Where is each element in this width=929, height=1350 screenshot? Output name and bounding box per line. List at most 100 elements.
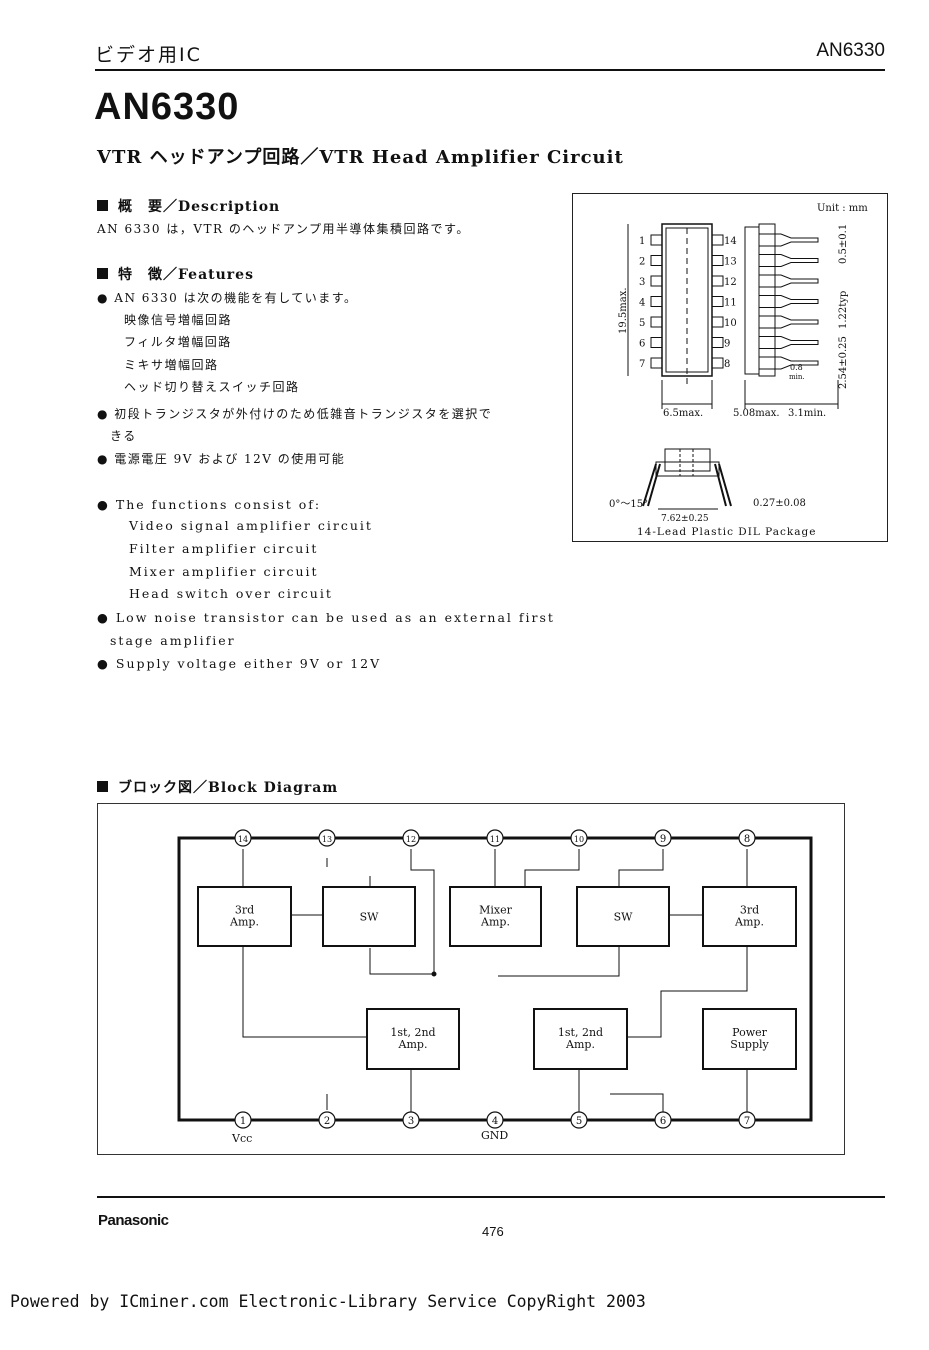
pin-lead: [711, 234, 724, 246]
block-sw: SW: [576, 886, 670, 947]
pin-12: 12: [402, 829, 420, 847]
dim-height: 5.08max.: [733, 408, 780, 419]
dim-lead-typ: 1.22typ: [838, 291, 849, 329]
pin-number: 11: [724, 298, 737, 309]
pin-lead: [711, 316, 724, 328]
block-label: Mixer: [479, 904, 512, 917]
pin-11: 11: [486, 829, 504, 847]
side-lead: [759, 274, 819, 288]
pin-number: 14: [238, 835, 248, 844]
pin-number: 9: [724, 339, 730, 350]
feature-jp-line: 映像信号増幅回路: [124, 313, 233, 327]
description-heading-text: 概 要／Description: [118, 199, 281, 215]
pin-number: 12: [724, 277, 737, 288]
feature-jp-line: フィルタ増幅回路: [124, 335, 232, 349]
feature-en-line: ● Low noise transistor can be used as an…: [97, 610, 555, 625]
header-divider: [95, 69, 885, 71]
pin-number: 10: [574, 835, 584, 844]
block-label: Amp.: [565, 1038, 595, 1051]
pin-number: 3: [408, 1116, 414, 1127]
pin-number: 2: [639, 257, 645, 268]
pin-number: 13: [724, 257, 737, 268]
block-label: 3rd: [740, 904, 759, 917]
block-label: Amp.: [398, 1038, 428, 1051]
page-title: AN6330: [94, 86, 240, 128]
block-diagram-heading: ブロック図／Block Diagram: [97, 777, 338, 797]
feature-jp-line: ● 初段トランジスタが外付けのため低雑音トランジスタを選択で: [97, 407, 493, 421]
dim-width: 6.5max.: [663, 408, 703, 419]
pin-number: 3: [639, 277, 645, 288]
block-sw: SW: [322, 886, 416, 947]
pin-number: 5: [639, 318, 645, 329]
block-label: SW: [360, 911, 380, 924]
dim-min: 0.8: [790, 363, 803, 372]
dim-lead-length: 3.1min.: [788, 408, 826, 419]
ic-body-side-view: [744, 226, 760, 375]
pin-8: 8: [738, 829, 756, 847]
features-heading: 特 徴／Features: [97, 264, 254, 284]
pin-1: 1: [234, 1111, 252, 1129]
pin-13: 13: [318, 829, 336, 847]
pin-lead: [650, 255, 663, 266]
feature-en-line: Head switch over circuit: [129, 586, 333, 601]
dim-length: 19.5max.: [618, 287, 629, 334]
page-subtitle: VTR ヘッドアンプ回路／VTR Head Amplifier Circuit: [97, 147, 624, 168]
pin-lead: [650, 234, 663, 246]
pin-9: 9: [654, 829, 672, 847]
feature-en-line: stage amplifier: [110, 633, 236, 648]
side-lead: [759, 315, 819, 329]
pin-number: 13: [322, 835, 332, 844]
pin-number: 12: [406, 835, 416, 844]
feature-en-line: Video signal amplifier circuit: [129, 518, 373, 533]
side-lead: [759, 254, 819, 267]
pin-number: 1: [240, 1116, 246, 1127]
pin-3: 3: [402, 1111, 420, 1129]
features-heading-text: 特 徴／Features: [118, 267, 254, 283]
feature-jp-line: きる: [110, 429, 137, 443]
block-label: Amp.: [734, 916, 764, 929]
block-label: 1st, 2nd: [390, 1026, 435, 1039]
dim-angle: 0°～15°: [609, 499, 648, 510]
dim-min-unit: min.: [789, 373, 805, 381]
gnd-label: GND: [481, 1129, 508, 1142]
block-label: Amp.: [229, 916, 259, 929]
pin-lead: [650, 337, 663, 348]
pin-number: 4: [492, 1116, 498, 1127]
pin-10: 10: [570, 829, 588, 847]
powered-by-notice: Powered by ICminer.com Electronic-Librar…: [10, 1292, 646, 1311]
square-bullet-icon: [97, 268, 108, 279]
vcc-label: Vcc: [231, 1132, 252, 1145]
description-text: AN 6330 は，VTR のヘッドアンプ用半導体集積回路です。: [97, 222, 470, 236]
pin-lead: [711, 255, 724, 266]
block-label: SW: [614, 911, 634, 924]
pin-lead: [711, 357, 724, 369]
pin-number: 6: [639, 339, 645, 350]
block-label: 3rd: [235, 904, 254, 917]
feature-jp-line: ● AN 6330 は次の機能を有しています。: [97, 291, 358, 305]
dim-lead-thickness: 0.27±0.08: [753, 498, 806, 509]
pin-number: 5: [576, 1116, 582, 1127]
pin-lead: [711, 337, 724, 348]
block-label: Amp.: [480, 916, 510, 929]
feature-en-line: Filter amplifier circuit: [129, 541, 319, 556]
description-heading: 概 要／Description: [97, 196, 280, 216]
package-caption: 14-Lead Plastic DIL Package: [637, 526, 816, 538]
pin-2: 2: [318, 1111, 336, 1129]
pin-number: 8: [724, 359, 730, 370]
pin-number: 7: [744, 1116, 750, 1127]
brand-logo: Panasonic: [98, 1212, 169, 1229]
pin-number: 8: [744, 834, 750, 845]
block-label: Supply: [730, 1038, 769, 1051]
pin-lead: [650, 275, 663, 287]
block-diagram-heading-text: ブロック図／Block Diagram: [118, 780, 339, 796]
dim-lead-width: 0.5±0.1: [838, 224, 849, 264]
pin-number: 14: [724, 236, 737, 247]
feature-jp-line: ミキサ増幅回路: [124, 358, 219, 372]
pin-number: 11: [490, 835, 500, 844]
